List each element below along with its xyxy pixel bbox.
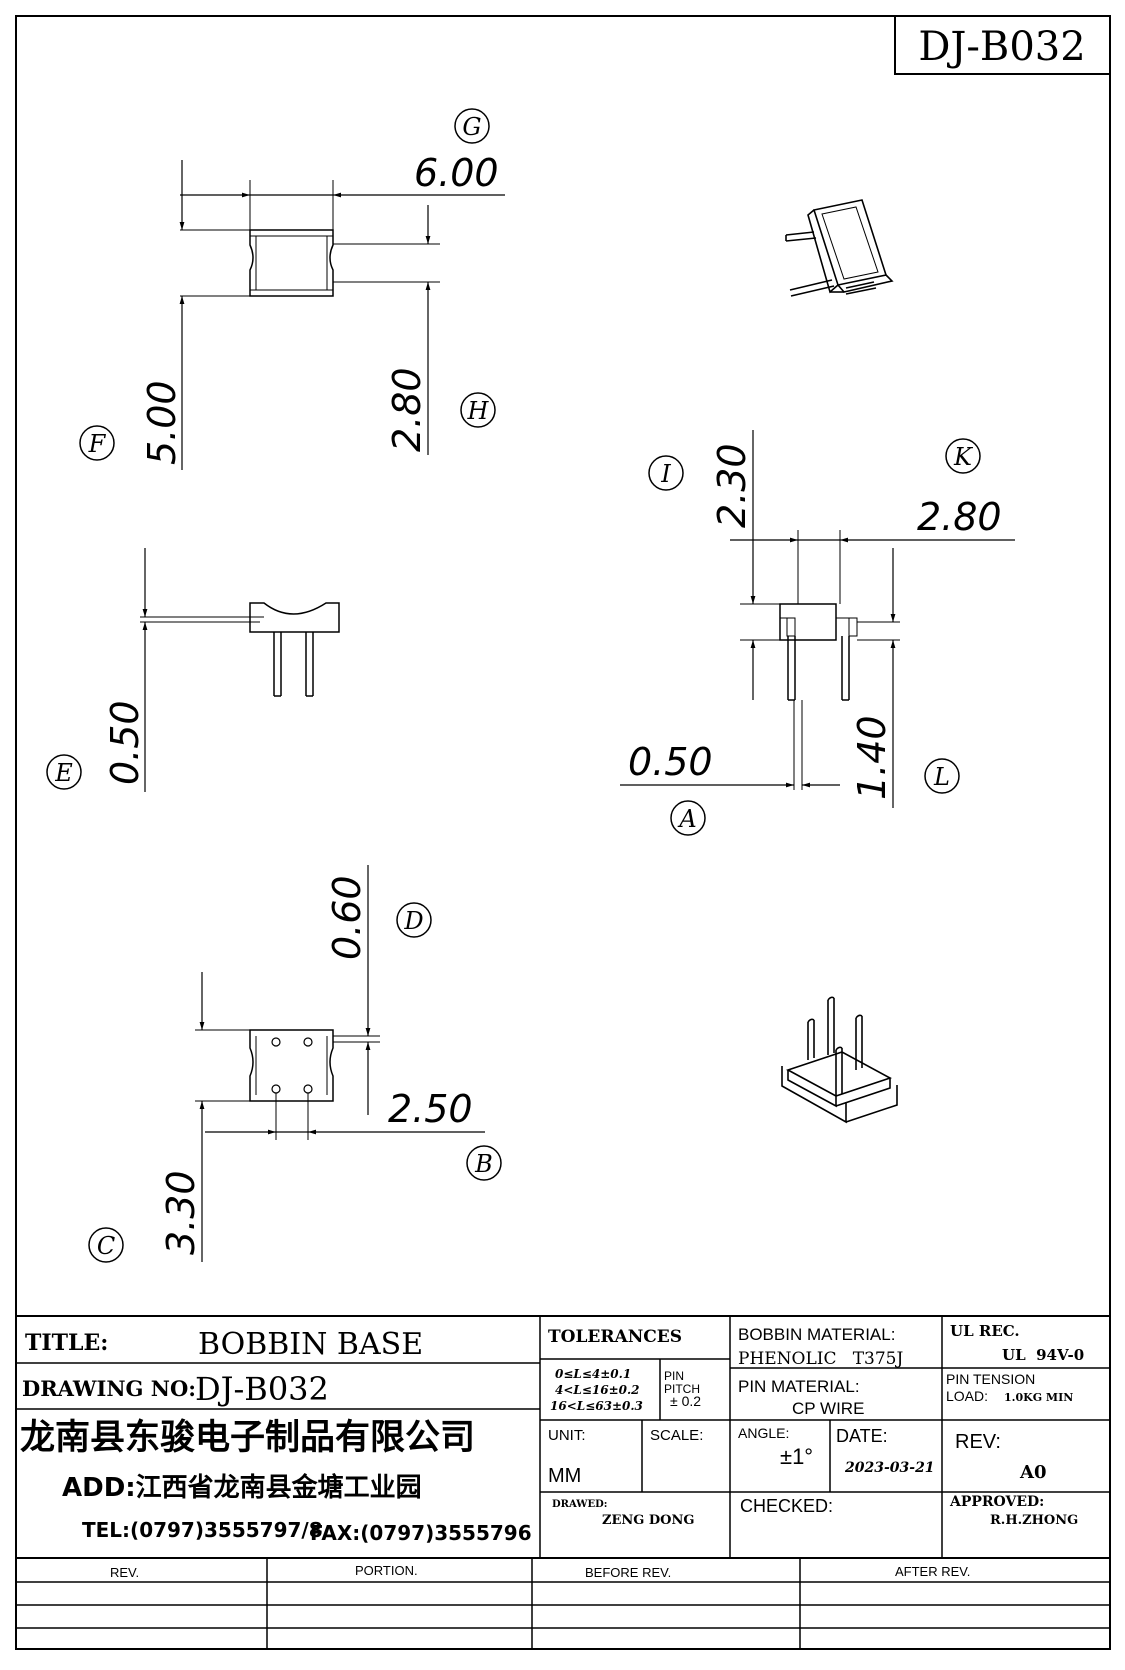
pin-material-label: PIN MATERIAL: [738, 1377, 860, 1396]
dim-B-value: 2.50 [388, 1087, 473, 1131]
pin-tension-load-label: LOAD: [946, 1388, 988, 1404]
date-label: DATE: [836, 1426, 888, 1446]
dim-D-value: 0.60 [325, 875, 369, 960]
dim-C-label: C [97, 1232, 115, 1260]
view-bottom [195, 865, 485, 1262]
dim-F-label: F [88, 430, 107, 458]
dim-A: A 0.50 [628, 740, 713, 836]
revision-table [16, 1558, 1110, 1649]
dim-A-value: 0.50 [628, 740, 713, 784]
pin-pitch-value: ± 0.2 [670, 1393, 701, 1409]
angle-label: ANGLE: [738, 1425, 789, 1441]
dim-G: G 6.00 [414, 108, 499, 195]
dim-H: H 2.80 [385, 367, 496, 452]
pin-pitch-label-1: PIN [664, 1369, 684, 1383]
drawing-code-box: DJ-B032 [894, 15, 1111, 75]
rev-table-header-before: BEFORE REV. [585, 1565, 671, 1580]
title-value: BOBBIN BASE [198, 1327, 423, 1362]
view-front [140, 548, 340, 792]
tolerance-line-2: 4<L≤16±0.2 [555, 1383, 640, 1397]
angle-value: ±1° [780, 1444, 813, 1469]
ul-value: UL 94V-0 [1002, 1346, 1084, 1364]
dim-E: E 0.50 [46, 700, 147, 790]
unit-label: UNIT: [548, 1427, 586, 1444]
dim-L-label: L [933, 763, 950, 791]
drawing-no-label: DRAWING NO: [22, 1376, 196, 1401]
rev-label: REV: [955, 1431, 1001, 1453]
title-label: TITLE: [25, 1330, 108, 1356]
ul-label: UL REC. [950, 1322, 1020, 1340]
drawn-label: DRAWED: [552, 1499, 607, 1510]
tolerance-line-3: 16<L≤63±0.3 [550, 1399, 643, 1413]
rev-table-header-rev: REV. [110, 1565, 139, 1580]
dim-C-value: 3.30 [159, 1170, 203, 1255]
bobbin-material-value: PHENOLIC T375J [738, 1349, 903, 1369]
pin-tension-label: PIN TENSION [946, 1371, 1035, 1387]
dim-D-label: D [403, 907, 423, 935]
rev-table-header-portion: PORTION. [355, 1563, 418, 1578]
tolerance-line-1: 0≤L≤4±0.1 [555, 1367, 631, 1381]
bobbin-material-label: BOBBIN MATERIAL: [738, 1325, 895, 1344]
dim-I-label: I [660, 460, 671, 488]
dim-K-value: 2.80 [917, 495, 1002, 539]
pin-material-value: CP WIRE [792, 1399, 864, 1418]
dim-F-value: 5.00 [140, 380, 184, 465]
dim-I: I 2.30 [648, 443, 754, 528]
drawing-no-value: DJ-B032 [195, 1370, 329, 1408]
company-tel: TEL:(0797)3555797/8 [82, 1518, 323, 1542]
dim-B-label: B [474, 1150, 493, 1178]
dim-G-label: G [462, 113, 481, 141]
scale-label: SCALE: [650, 1427, 703, 1444]
dim-I-value: 2.30 [710, 443, 754, 528]
dim-B: B 2.50 [388, 1087, 502, 1181]
pin-pitch-label-2: PITCH [664, 1382, 700, 1396]
approved-label: APPROVED: [949, 1494, 1044, 1510]
title-block-grid [16, 1315, 1110, 1559]
dim-D: D 0.60 [325, 875, 432, 960]
company-address: ADD:江西省龙南县金塘工业园 [62, 1472, 422, 1503]
date-value: 2023-03-21 [844, 1460, 935, 1476]
dim-E-value: 0.50 [103, 700, 147, 785]
checked-label: CHECKED: [740, 1496, 833, 1516]
tolerances-label: TOLERANCES [548, 1327, 682, 1347]
dim-E-label: E [54, 759, 73, 787]
dim-K-label: K [953, 443, 974, 471]
view-side [620, 430, 1015, 808]
unit-value: MM [548, 1465, 581, 1487]
dim-C: C 3.30 [88, 1170, 203, 1263]
view-top [179, 160, 505, 470]
iso-view-bottom [781, 996, 898, 1124]
drawing-border [15, 15, 1111, 1650]
drawing-code: DJ-B032 [918, 24, 1085, 70]
drawn-value: ZENG DONG [602, 1513, 695, 1528]
dim-A-label: A [677, 805, 696, 833]
dim-H-value: 2.80 [385, 367, 429, 452]
approved-value: R.H.ZHONG [990, 1513, 1078, 1528]
dim-L-value: 1.40 [850, 715, 894, 800]
pin-tension-value: 1.0KG MIN [1004, 1391, 1073, 1404]
rev-value: A0 [1019, 1462, 1047, 1483]
rev-table-header-after: AFTER REV. [895, 1564, 970, 1579]
dim-K: K 2.80 [917, 438, 1002, 539]
dim-F: F 5.00 [79, 380, 184, 465]
company-name: 龙南县东骏电子制品有限公司 [20, 1417, 475, 1458]
iso-view-top [785, 199, 894, 297]
dim-L: L 1.40 [850, 715, 960, 800]
dim-G-value: 6.00 [414, 151, 499, 195]
dim-H-label: H [467, 397, 490, 425]
company-fax: FAX:(0797)3555796 [310, 1521, 532, 1545]
